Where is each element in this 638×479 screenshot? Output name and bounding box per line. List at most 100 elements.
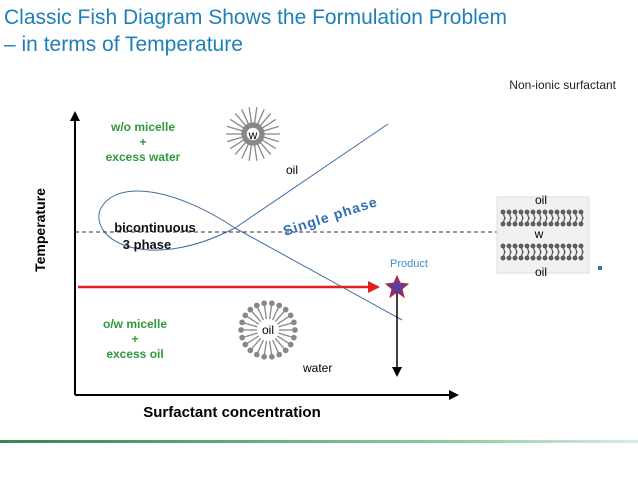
region-top-line2: + [139, 135, 146, 149]
bilayer-head [506, 209, 512, 215]
surfactant-head [287, 341, 294, 348]
bilayer-head [536, 209, 542, 215]
bilayer-head [578, 243, 584, 249]
surfactant-tail [260, 138, 277, 150]
bilayer-head [566, 209, 572, 215]
y-axis-label: Temperature [32, 188, 48, 272]
surfactant-head [287, 312, 294, 319]
bilayer-head [500, 209, 506, 215]
surfactant-tail [248, 142, 253, 161]
bilayer-head [548, 243, 554, 249]
bilayer-head [512, 209, 518, 215]
surfactant-head [268, 353, 275, 360]
bilayer-head [512, 255, 518, 261]
region-middle-line2: 3 phase [123, 237, 171, 252]
slide-title: Classic Fish Diagram Shows the Formulati… [4, 4, 634, 58]
bilayer-head [560, 221, 566, 227]
surfactant-head [238, 327, 244, 333]
bilayer-head [500, 255, 506, 261]
surfactant-tail [261, 135, 280, 143]
surfactant-head [247, 306, 254, 313]
x-axis-label: Surfactant concentration [143, 404, 321, 421]
bilayer-head [542, 255, 548, 261]
surfactant-tail [256, 109, 265, 127]
bilayer-head [566, 243, 572, 249]
bilayer-head [524, 221, 530, 227]
bilayer-head [530, 243, 536, 249]
surfactant-tail [234, 140, 248, 155]
surfactant-head [261, 300, 268, 307]
bilayer-head [524, 255, 530, 261]
surfactant-tail [241, 109, 250, 127]
reverse-micelle-icon: w [226, 107, 280, 161]
surfactant-tail [261, 125, 280, 133]
bilayer-head [548, 209, 554, 215]
region-bottom-line2: + [131, 332, 138, 346]
surfactant-head [268, 300, 275, 307]
bilayer-head [548, 221, 554, 227]
bilayer-head [512, 221, 518, 227]
surfactant-head [292, 327, 298, 333]
surfactant-tail [229, 138, 246, 150]
bilayer-head [530, 221, 536, 227]
bilayer-head [572, 209, 578, 215]
surfactant-head [253, 351, 260, 358]
bilayer-head [500, 221, 506, 227]
micelle-icon: oil [238, 300, 298, 360]
surfactant-type-note: Non-ionic surfactant [509, 78, 616, 92]
bilayer-head [500, 243, 506, 249]
bilayer-head [572, 221, 578, 227]
bilayer-head [554, 243, 560, 249]
upper-phase-boundary [234, 123, 389, 229]
surfactant-tail [241, 141, 250, 159]
surfactant-head [242, 341, 249, 348]
bilayer-head [536, 243, 542, 249]
layer-water-label: w [534, 227, 544, 241]
surfactant-head [242, 312, 249, 319]
surfactant-tail [229, 118, 246, 130]
bilayer-head [542, 221, 548, 227]
surfactant-tail [258, 140, 272, 155]
surfactant-tail [248, 107, 253, 126]
bilayer-head [518, 209, 524, 215]
bilayer-head [548, 255, 554, 261]
micelle-top-core-label: w [248, 128, 258, 142]
region-bottom-line3: excess oil [106, 347, 163, 361]
bilayer-head [506, 243, 512, 249]
bilayer-head [578, 221, 584, 227]
bilayer-head [506, 255, 512, 261]
bilayer-head [560, 255, 566, 261]
bilayer-head [518, 221, 524, 227]
bilayer-head [512, 243, 518, 249]
surfactant-head [276, 351, 283, 358]
bilayer-head [506, 221, 512, 227]
footer-rule [0, 440, 638, 443]
title-line-2: – in terms of Temperature [4, 33, 243, 56]
surfactant-head [239, 334, 245, 341]
surfactant-tail [226, 125, 245, 133]
surfactant-tail [256, 141, 265, 159]
region-middle-line1: bicontinuous [114, 220, 196, 235]
surfactant-tail [226, 135, 245, 143]
micelle-top-outer-label: oil [286, 163, 298, 177]
surfactant-head [276, 302, 283, 309]
title-line-1: Classic Fish Diagram Shows the Formulati… [4, 6, 508, 29]
bilayer-head [554, 221, 560, 227]
surfactant-head [291, 334, 297, 341]
bilayer-head [560, 209, 566, 215]
bilayer-head [560, 243, 566, 249]
bilayer-head [536, 255, 542, 261]
bilayer-head [572, 255, 578, 261]
micelle-bottom-core-label: oil [262, 323, 274, 337]
surfactant-tail [234, 113, 248, 128]
bilayer-head [518, 243, 524, 249]
surfactant-head [282, 347, 289, 354]
bilayer-head [524, 243, 530, 249]
surfactant-head [247, 347, 254, 354]
bilayer-head [530, 209, 536, 215]
bilayer-head [524, 209, 530, 215]
bilayer-head [542, 209, 548, 215]
bilayer-head [554, 209, 560, 215]
surfactant-tail [260, 118, 277, 130]
